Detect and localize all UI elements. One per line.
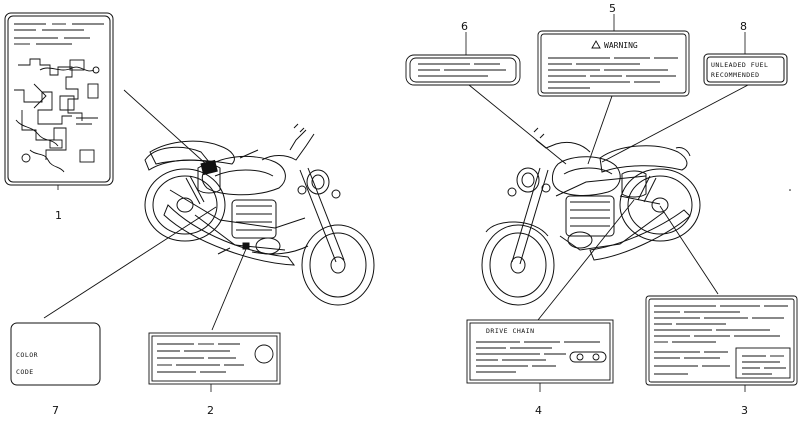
label-7-color-text: COLOR — [16, 351, 38, 359]
motorcycle-right-view — [481, 127, 701, 306]
label-7-code-text: CODE — [16, 368, 34, 376]
label-3-tire-information — [645, 295, 798, 386]
callout-4: 4 — [535, 404, 542, 417]
label-1-location-marker — [200, 159, 218, 176]
label-8-unleaded-fuel: UNLEADED FUEL RECOMMENDED — [703, 53, 788, 86]
label-2-information — [148, 332, 281, 385]
label-1-hose-routing — [4, 12, 114, 186]
label-8-line-1: UNLEADED FUEL — [711, 61, 768, 69]
callout-5: 5 — [609, 2, 616, 15]
label-5-warning-text: WARNING — [604, 41, 638, 50]
label-8-line-2: RECOMMENDED — [711, 71, 760, 79]
label-5-warning — [537, 30, 690, 97]
label-6-caution — [405, 54, 521, 86]
label-4-drive-chain-text: DRIVE CHAIN — [486, 327, 535, 335]
callout-2: 2 — [207, 404, 214, 417]
callout-3: 3 — [741, 404, 748, 417]
label-7-color-code: COLOR CODE — [10, 322, 101, 386]
callout-7: 7 — [52, 404, 59, 417]
label-4-drive-chain — [466, 319, 614, 384]
callout-8: 8 — [740, 20, 747, 33]
label-2-location-marker — [242, 242, 250, 250]
callout-1: 1 — [55, 209, 62, 222]
motorcycle-left-view — [144, 123, 375, 306]
callout-6: 6 — [461, 20, 468, 33]
